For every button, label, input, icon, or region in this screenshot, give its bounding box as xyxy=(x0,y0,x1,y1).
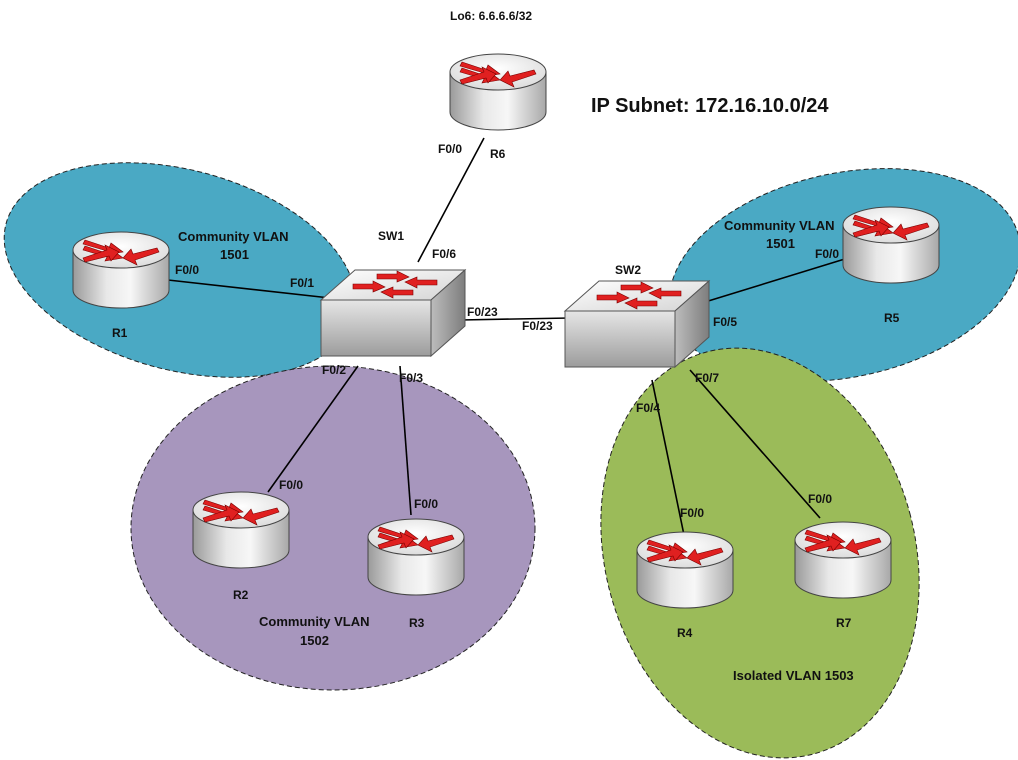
links xyxy=(167,137,849,536)
label-r6: R6 xyxy=(490,147,506,161)
label-r1: R1 xyxy=(112,326,128,340)
router-r4-icon xyxy=(636,531,734,609)
label-r3: R3 xyxy=(409,616,425,630)
port-r3-f00: F0/0 xyxy=(414,497,438,511)
port-sw2-f07: F0/7 xyxy=(695,371,719,385)
zone-community-1502 xyxy=(130,365,536,691)
port-r5-f00: F0/0 xyxy=(815,247,839,261)
label-sw2: SW2 xyxy=(615,263,641,277)
label-r4: R4 xyxy=(677,626,693,640)
port-sw2-f05: F0/5 xyxy=(713,315,737,329)
router-r5-icon xyxy=(842,206,940,284)
link-sw2-r4 xyxy=(651,379,685,536)
router-r3-icon xyxy=(367,518,465,596)
port-sw1-f023: F0/23 xyxy=(467,305,498,319)
port-r7-f00: F0/0 xyxy=(808,492,832,506)
router-r2-icon xyxy=(192,491,290,569)
switch-sw1-icon xyxy=(320,269,466,357)
link-sw1-r3 xyxy=(399,365,412,516)
zone-label-1502-line2: 1502 xyxy=(300,633,329,648)
link-sw1-r2 xyxy=(267,365,359,493)
port-sw2-f023: F0/23 xyxy=(522,319,553,333)
loopback-label: Lo6: 6.6.6.6/32 xyxy=(450,9,532,23)
port-sw1-f01: F0/1 xyxy=(290,276,314,290)
label-r5: R5 xyxy=(884,311,900,325)
zone-isolated-1503 xyxy=(600,347,920,759)
zone-label-1501-right-line1: Community VLAN xyxy=(724,218,835,233)
port-sw1-f03: F0/3 xyxy=(399,371,423,385)
label-r7: R7 xyxy=(836,616,852,630)
link-r1-sw1 xyxy=(167,279,331,299)
label-r2: R2 xyxy=(233,588,249,602)
router-r1-icon xyxy=(72,231,170,309)
port-sw1-f02: F0/2 xyxy=(322,363,346,377)
port-r6-f00: F0/0 xyxy=(438,142,462,156)
zone-label-1502-line1: Community VLAN xyxy=(259,614,370,629)
subnet-title: IP Subnet: 172.16.10.0/24 xyxy=(591,95,829,117)
label-sw1: SW1 xyxy=(378,229,404,243)
port-sw2-f04: F0/4 xyxy=(636,401,660,415)
link-sw2-r7 xyxy=(689,369,821,519)
port-r2-f00: F0/0 xyxy=(279,478,303,492)
port-r4-f00: F0/0 xyxy=(680,506,704,520)
port-r1-f00: F0/0 xyxy=(175,263,199,277)
zone-label-1501-left-line2: 1501 xyxy=(220,247,249,262)
router-r6-icon xyxy=(449,53,547,131)
link-r6-sw1 xyxy=(417,137,485,263)
zone-label-1503: Isolated VLAN 1503 xyxy=(733,668,854,683)
router-r7-icon xyxy=(794,521,892,599)
link-sw1-sw2 xyxy=(459,317,571,321)
switch-sw2-icon xyxy=(564,280,710,368)
link-sw2-r5 xyxy=(704,257,849,303)
zone-label-1501-right-line2: 1501 xyxy=(766,236,795,251)
port-sw1-f06: F0/6 xyxy=(432,247,456,261)
zone-label-1501-left-line1: Community VLAN xyxy=(178,229,289,244)
